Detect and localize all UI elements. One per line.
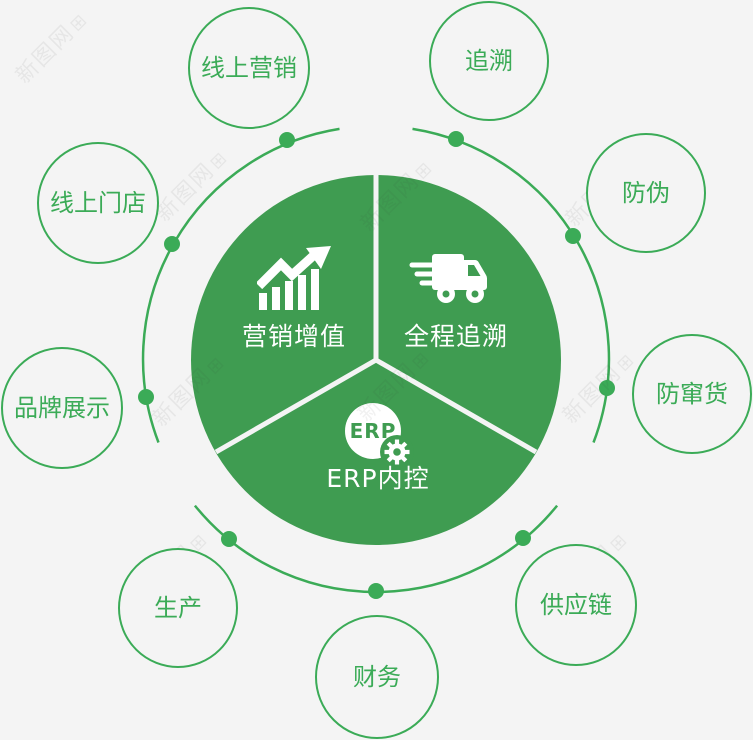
bar-chart-growth-icon (255, 246, 337, 310)
delivery-truck-icon (409, 246, 497, 308)
segment-label-marketing-value: 营销增值 (241, 322, 346, 351)
node-anti-counterfeit: 防伪 (586, 133, 706, 253)
node-label: 生产 (154, 594, 202, 622)
node-label: 线上门店 (50, 189, 146, 217)
orbit-dot-anti-counterfeit (565, 228, 581, 244)
orbit-dot-finance (368, 583, 384, 599)
node-anti-channel-conflict: 防窜货 (632, 334, 752, 454)
node-label: 品牌展示 (14, 394, 110, 422)
node-label: 供应链 (540, 591, 612, 619)
node-label: 防窜货 (656, 380, 728, 408)
node-label: 防伪 (622, 179, 670, 207)
pie-divider-right (374, 357, 538, 455)
orbit-dot-production (221, 531, 237, 547)
orbit-dot-brand-display (138, 389, 154, 405)
node-brand-display: 品牌展示 (1, 347, 123, 469)
node-supply-chain: 供应链 (515, 544, 637, 666)
node-online-marketing: 线上营销 (188, 7, 310, 129)
orbit-dot-traceability (448, 131, 464, 147)
orbit-dot-anti-channel-conflict (599, 380, 615, 396)
pie-divider-left (214, 357, 378, 455)
node-traceability: 追溯 (429, 1, 549, 121)
node-online-store: 线上门店 (37, 142, 159, 264)
node-label: 线上营销 (201, 54, 297, 82)
node-label: 追溯 (465, 47, 513, 75)
orbit-dot-online-marketing (279, 132, 295, 148)
erp-badge: ERP (345, 403, 401, 459)
gear-icon (379, 434, 415, 470)
segment-label-erp-control: ERP内控 (326, 464, 430, 493)
node-finance: 财务 (315, 615, 439, 739)
orbit-dot-online-store (164, 236, 180, 252)
segment-label-full-traceability: 全程追溯 (403, 322, 508, 351)
node-label: 财务 (353, 663, 401, 691)
node-production: 生产 (118, 548, 238, 668)
orbit-dot-supply-chain (515, 530, 531, 546)
